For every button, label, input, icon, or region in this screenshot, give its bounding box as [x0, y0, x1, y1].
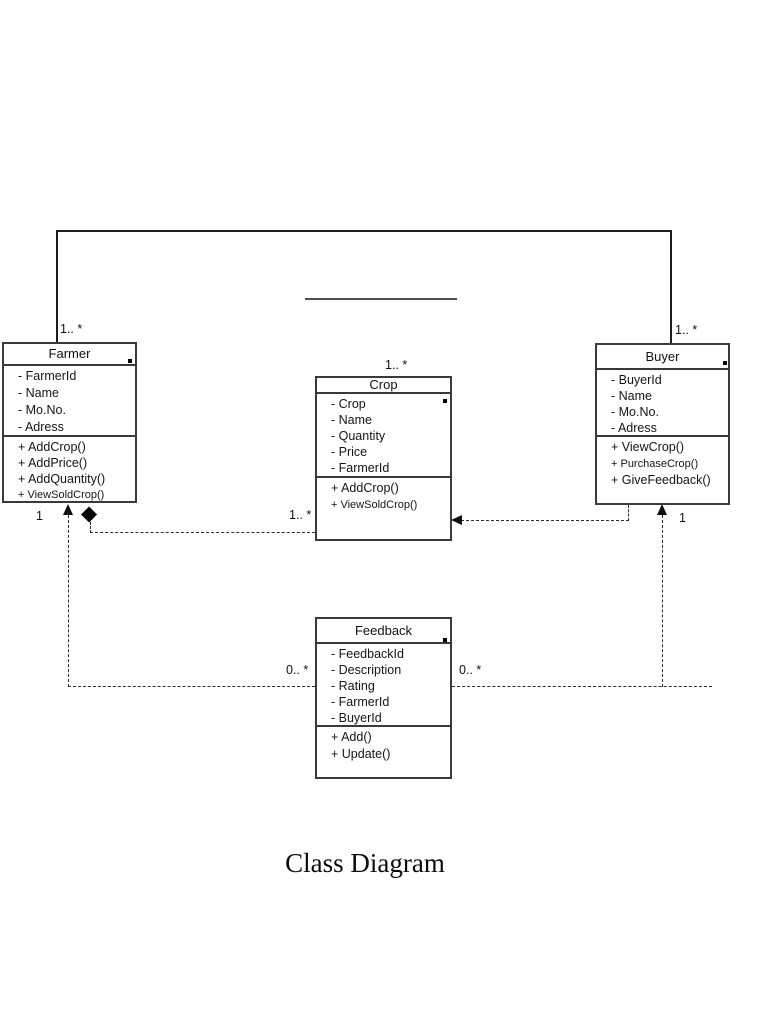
attribute-row: - Price — [331, 445, 368, 459]
method-row: + AddQuantity() — [18, 472, 106, 486]
arrow-up-icon — [63, 504, 73, 515]
method-row: + Update() — [331, 747, 391, 761]
multiplicity-feedback-right: 0.. * — [459, 663, 482, 677]
association-farmer-buyer-top-segment — [56, 230, 672, 232]
method-row: + GiveFeedback() — [611, 473, 711, 487]
dependency-feedback-buyer-vertical — [662, 515, 663, 687]
method-row: + AddCrop() — [331, 481, 399, 495]
class-buyer-name: Buyer — [597, 345, 728, 370]
attribute-row: - BuyerId — [331, 711, 382, 725]
attribute-row: - Description — [331, 663, 402, 677]
multiplicity-buyer-one: 1 — [679, 511, 686, 525]
attribute-row: - FarmerId — [331, 461, 390, 475]
attribute-row: - Mo.No. — [18, 403, 66, 417]
arrow-left-icon — [451, 515, 462, 525]
class-feedback-attributes: - FeedbackId - Description - Rating - Fa… — [317, 644, 450, 727]
attribute-row: - Name — [18, 386, 59, 400]
attribute-row: - FeedbackId — [331, 647, 404, 661]
attribute-row: - Adress — [18, 420, 64, 434]
method-row: + AddPrice() — [18, 456, 88, 470]
association-farmer-buyer-right-segment — [670, 231, 672, 343]
dependency-feedback-farmer-horizontal — [68, 686, 315, 687]
attribute-row: - Name — [331, 413, 372, 427]
class-farmer-methods: + AddCrop() + AddPrice() + AddQuantity()… — [4, 437, 135, 501]
method-row: + AddCrop() — [18, 440, 86, 454]
resize-handle-icon — [443, 638, 447, 642]
multiplicity-buyer-top: 1.. * — [675, 323, 698, 337]
class-farmer-name: Farmer — [4, 344, 135, 366]
class-farmer-attributes: - FarmerId - Name - Mo.No. - Adress — [4, 366, 135, 437]
class-farmer: Farmer - FarmerId - Name - Mo.No. - Adre… — [2, 342, 137, 503]
class-feedback-methods: + Add() + Update() — [317, 727, 450, 779]
composition-diamond-icon: ◆ — [81, 501, 98, 525]
resize-handle-icon — [128, 359, 132, 363]
dependency-buyer-crop-horizontal — [461, 520, 629, 521]
multiplicity-farmer-one: 1 — [36, 509, 43, 523]
method-row: + ViewSoldCrop() — [18, 489, 105, 501]
composition-line-horizontal — [90, 532, 315, 533]
attribute-row: - Quantity — [331, 429, 386, 443]
multiplicity-crop-top: 1.. * — [385, 358, 408, 372]
method-row: + ViewSoldCrop() — [331, 499, 418, 511]
dependency-feedback-farmer-vertical — [68, 515, 69, 687]
attribute-row: - Adress — [611, 421, 657, 435]
multiplicity-feedback-left: 0.. * — [286, 663, 309, 677]
resize-handle-icon — [723, 361, 727, 365]
attribute-row: - Name — [611, 389, 652, 403]
method-row: + PurchaseCrop() — [611, 457, 699, 470]
multiplicity-farmer-top: 1.. * — [60, 322, 83, 336]
class-buyer: Buyer - BuyerId - Name - Mo.No. - Adress… — [595, 343, 730, 505]
association-name-underline — [305, 298, 457, 300]
class-crop-methods: + AddCrop() + ViewSoldCrop() — [317, 478, 450, 539]
composition-line-vertical — [90, 522, 91, 533]
resize-handle-icon — [443, 399, 447, 403]
attribute-row: - FarmerId — [331, 695, 390, 709]
class-feedback-name: Feedback — [317, 619, 450, 644]
dependency-buyer-crop-vertical — [628, 505, 629, 521]
class-crop-attributes: - Crop - Name - Quantity - Price - Farme… — [317, 394, 450, 478]
attribute-row: - Crop — [331, 397, 366, 411]
class-crop: Crop - Crop - Name - Quantity - Price - … — [315, 376, 452, 541]
method-row: + Add() — [331, 730, 372, 744]
class-crop-name: Crop — [317, 378, 450, 394]
multiplicity-crop-left: 1.. * — [289, 508, 312, 522]
diagram-caption: Class Diagram — [285, 848, 445, 878]
attribute-row: - BuyerId — [611, 373, 662, 387]
arrow-up-icon — [657, 504, 667, 515]
attribute-row: - FarmerId — [18, 369, 77, 383]
attribute-row: - Mo.No. — [611, 405, 659, 419]
attribute-row: - Rating — [331, 679, 375, 693]
method-row: + ViewCrop() — [611, 440, 685, 454]
dependency-feedback-buyer-horizontal — [452, 686, 712, 687]
association-farmer-buyer-left-segment — [56, 231, 58, 342]
class-buyer-attributes: - BuyerId - Name - Mo.No. - Adress — [597, 370, 728, 437]
class-buyer-methods: + ViewCrop() + PurchaseCrop() + GiveFeed… — [597, 437, 728, 503]
class-feedback: Feedback - FeedbackId - Description - Ra… — [315, 617, 452, 779]
